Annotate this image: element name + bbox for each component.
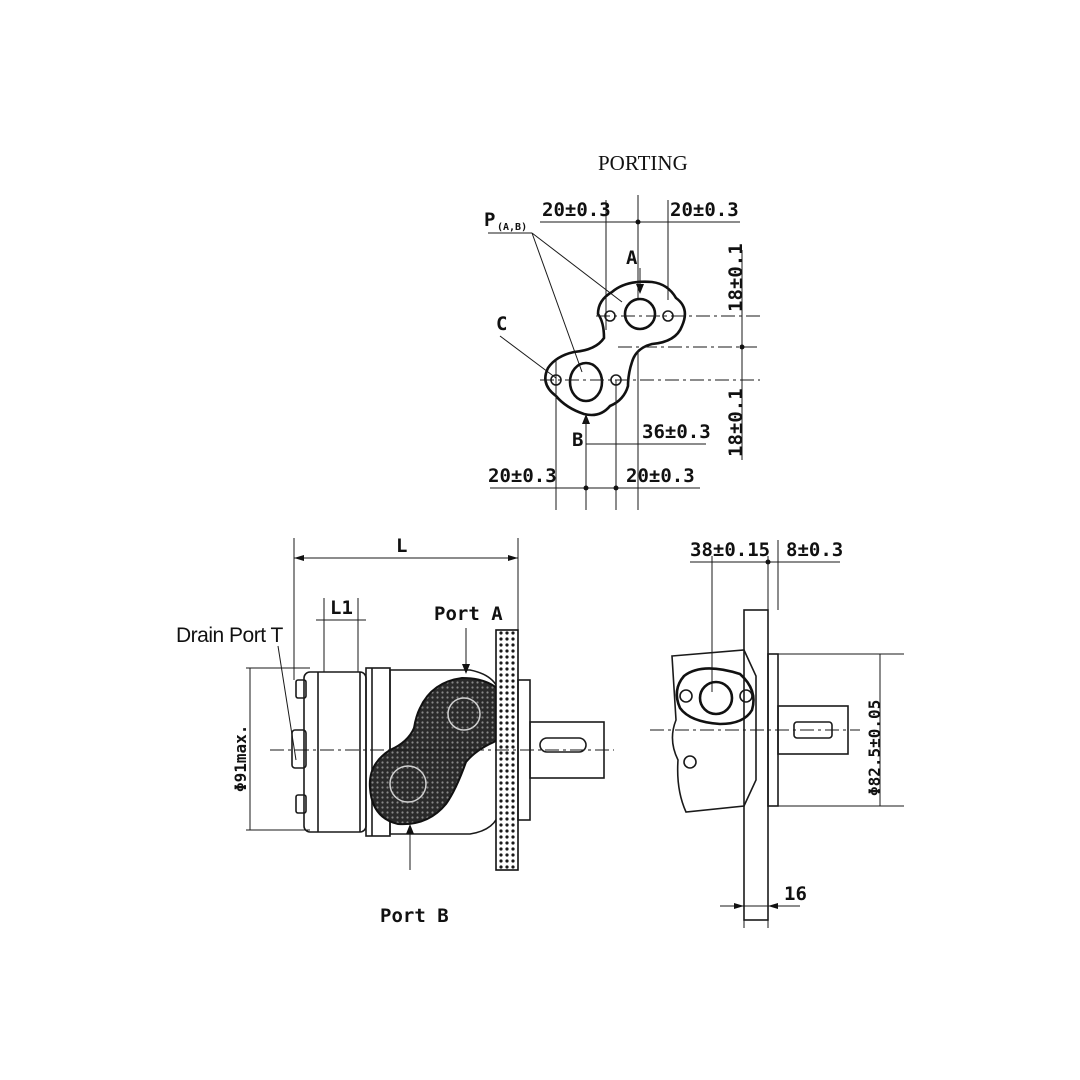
dim-mid: 36±0.3: [642, 421, 711, 443]
front-diameter-label: Φ82.5±0.05: [865, 700, 884, 796]
side-diameter-label: Φ91max.: [231, 725, 250, 792]
porting-port-b-label: B: [572, 429, 583, 451]
side-view: L L1 Drain Port T Φ91max.: [176, 535, 614, 927]
porting-port-c-label: C: [496, 313, 507, 335]
front-dim-right: 8±0.3: [786, 539, 843, 561]
dim-length: L: [396, 535, 407, 557]
dim-bottom-right: 20±0.3: [626, 465, 695, 487]
dim-vertical-lower: 18±0.1: [725, 388, 747, 457]
front-dim-bottom: 16: [784, 883, 807, 905]
dim-l1: L1: [330, 597, 353, 619]
side-port-b-label: Port B: [380, 905, 449, 927]
porting-title: PORTING: [598, 151, 688, 175]
dim-top-left: 20±0.3: [542, 199, 611, 221]
port-group-sub: (A,B): [497, 222, 527, 233]
dim-top-right: 20±0.3: [670, 199, 739, 221]
side-port-a-label: Port A: [434, 603, 503, 625]
front-dim-left: 38±0.15: [690, 539, 770, 561]
porting-view: PORTING 20±0.3 20±0.3 P (A,B) A C: [484, 151, 760, 510]
drain-port-label: Drain Port T: [176, 624, 283, 647]
dim-bottom-left: 20±0.3: [488, 465, 557, 487]
front-view: 38±0.15 8±0.3 Φ82.5±0.05 16: [650, 539, 904, 928]
port-group-label: P: [484, 209, 495, 231]
dim-vertical-upper: 18±0.1: [725, 243, 747, 312]
porting-port-a-label: A: [626, 247, 638, 269]
